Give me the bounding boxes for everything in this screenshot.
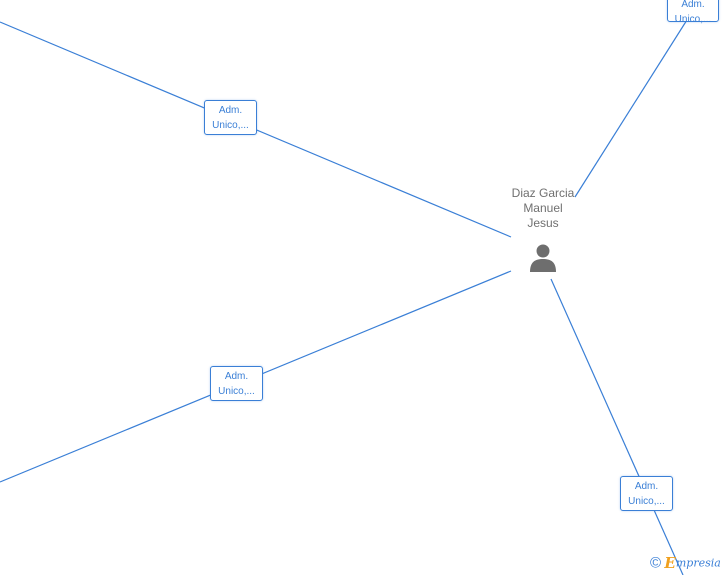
brand-logo-initial: E [664,554,676,572]
role-label-line2: Unico,... [218,386,255,397]
person-name: Diaz Garcia Manuel Jesus [500,186,586,231]
edge-top-right [574,11,693,198]
role-box-bottom-right[interactable]: Adm. Unico,... [620,476,673,511]
copyright-icon: © [650,554,662,572]
role-label-line2: Unico,... [212,120,249,131]
role-box-upper-left[interactable]: Adm. Unico,... [204,100,257,135]
brand-watermark: © Empresia [650,554,721,574]
person-name-line3: Jesus [527,216,559,230]
edge-bottom-right [550,278,684,575]
brand-logo-text: mpresia [675,556,721,570]
role-label-line1: Adm. [218,105,243,116]
role-label-line2: Unico,... [674,14,712,25]
person-node[interactable]: Diaz Garcia Manuel Jesus [500,186,586,273]
person-name-line2: Manuel [523,201,563,215]
role-label-line2: Unico,... [628,496,665,507]
role-box-lower-left[interactable]: Adm. Unico,... [210,366,263,401]
role-label-line1: Adm. [681,0,705,10]
role-label-line1: Adm. [634,481,659,492]
person-name-line1: Diaz Garcia [511,186,575,200]
person-icon [530,244,556,272]
role-box-top-right[interactable]: Adm. Unico,... [667,0,719,25]
role-label-line1: Adm. [224,371,249,382]
